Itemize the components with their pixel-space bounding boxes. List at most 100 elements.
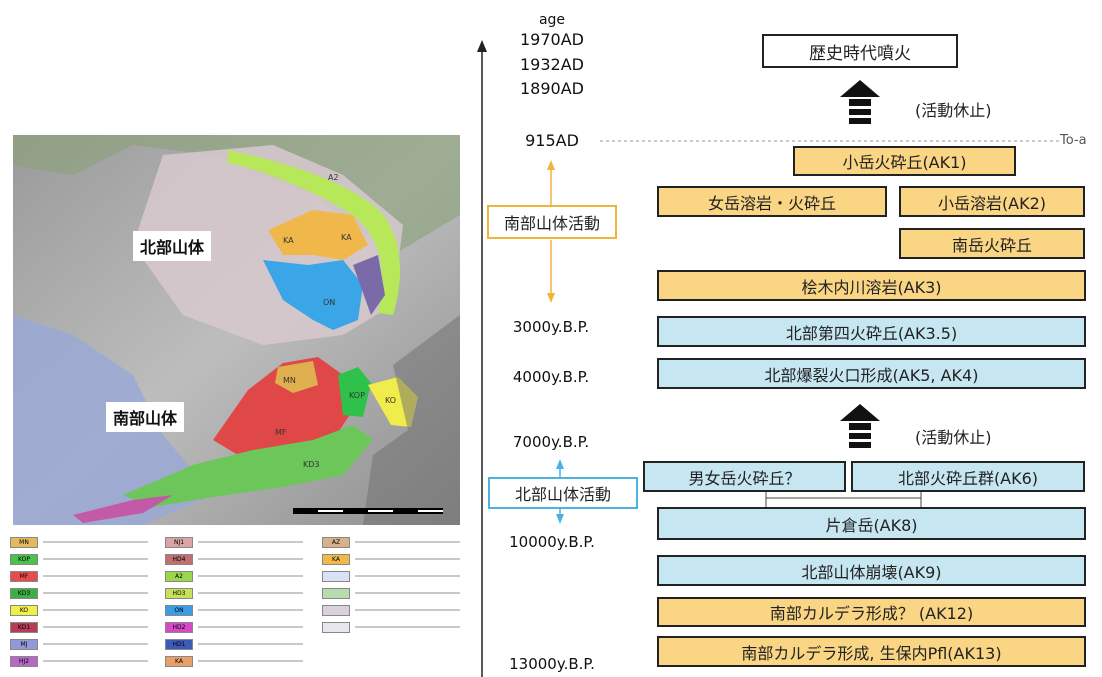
legend-swatch: KD1	[10, 621, 38, 633]
legend-item: MJ	[10, 638, 148, 650]
legend-item: HD4	[165, 553, 303, 565]
legend-swatch: NJ1	[165, 536, 193, 548]
legend-text-placeholder	[198, 558, 303, 560]
legend-text-placeholder	[43, 541, 148, 543]
to-a-label: To-a	[1060, 133, 1087, 148]
legend-swatch: A2	[165, 570, 193, 582]
legend-swatch: ON	[165, 604, 193, 616]
event-ak1: 小岳火砕丘(AK1)	[793, 146, 1016, 176]
legend-swatch	[322, 604, 350, 616]
unit-label-ka2: KA	[341, 233, 352, 242]
legend-item	[322, 604, 460, 616]
legend-text-placeholder	[43, 643, 148, 645]
legend-item: HD1	[165, 638, 303, 650]
unit-ka	[268, 210, 368, 260]
historic-eruption-box: 歴史時代噴火	[762, 34, 958, 68]
legend-swatch: KO	[10, 604, 38, 616]
legend-item: KA	[322, 553, 460, 565]
pause-label-middle: (活動休止)	[915, 428, 992, 447]
unit-kop	[338, 367, 371, 417]
unit-mn	[275, 361, 318, 393]
legend-text-placeholder	[355, 609, 460, 611]
legend-swatch: KD3	[10, 587, 38, 599]
age-1932ad: 1932AD	[520, 55, 584, 74]
unit-mf	[213, 357, 353, 455]
legend-swatch: KA	[165, 655, 193, 667]
scale-bar	[293, 508, 443, 514]
legend-item	[322, 587, 460, 599]
unit-hd2	[73, 495, 173, 523]
south-activity-arrow-down	[547, 293, 555, 303]
unit-label-ka1: KA	[283, 236, 294, 245]
legend-swatch: MF	[10, 570, 38, 582]
legend-swatch: KA	[322, 553, 350, 565]
legend-swatch: MJ	[10, 638, 38, 650]
event-medake: 女岳溶岩・火砕丘	[657, 186, 887, 217]
unit-a2-band	[228, 150, 401, 315]
legend-swatch: HJ2	[10, 655, 38, 667]
legend-text-placeholder	[43, 592, 148, 594]
event-ak5-ak4: 北部爆裂火口形成(AK5, AK4)	[657, 358, 1086, 389]
north-edifice-label: 北部山体	[133, 231, 212, 261]
unit-label-on: ON	[323, 298, 335, 307]
legend-item: KOP	[10, 553, 148, 565]
event-ak2: 小岳溶岩(AK2)	[899, 186, 1085, 217]
legend-item: NJ1	[165, 536, 303, 548]
legend-item: ON	[165, 604, 303, 616]
legend-text-placeholder	[198, 592, 303, 594]
legend-swatch: HD3	[165, 587, 193, 599]
geologic-map: A2 KA KA ON MN MF KD3 KOP KO 北部山体 南部山体	[13, 135, 460, 525]
event-ak13: 南部カルデラ形成, 生保内Pfl(AK13)	[657, 636, 1086, 667]
legend-swatch: MN	[10, 536, 38, 548]
event-ak9: 北部山体崩壊(AK9)	[657, 555, 1086, 586]
event-ak35: 北部第四火砕丘(AK3.5)	[657, 316, 1086, 347]
north-activity-arrow-down	[556, 514, 564, 524]
age-1970ad: 1970AD	[520, 30, 584, 49]
south-activity-arrow-up	[547, 160, 555, 170]
time-axis-arrowhead	[477, 40, 487, 52]
unit-on	[263, 260, 363, 330]
age-7000bp: 7000y.B.P.	[512, 433, 590, 451]
pause-arrow-top	[840, 80, 880, 124]
legend-item: KO	[10, 604, 148, 616]
unit-label-kop: KOP	[349, 391, 365, 400]
pause-label-top: (活動休止)	[915, 101, 992, 120]
map-svg: A2 KA KA ON MN MF KD3 KOP KO	[13, 135, 460, 525]
legend-text-placeholder	[355, 558, 460, 560]
pause-arrow-middle	[840, 404, 880, 448]
legend-item	[322, 621, 460, 633]
legend-swatch: HD1	[165, 638, 193, 650]
unit-kd3	[123, 425, 373, 507]
north-activity-arrow-up	[556, 459, 564, 469]
event-ak6: 北部火砕丘群(AK6)	[851, 461, 1085, 492]
legend-text-placeholder	[198, 660, 303, 662]
age-4000bp: 4000y.B.P.	[512, 368, 590, 386]
legend-text-placeholder	[355, 626, 460, 628]
legend-text-placeholder	[355, 575, 460, 577]
event-oondake: 男女岳火砕丘？	[643, 461, 846, 492]
legend-text-placeholder	[43, 558, 148, 560]
legend-swatch	[322, 570, 350, 582]
unit-label-mf: MF	[275, 428, 287, 437]
age-3000bp: 3000y.B.P.	[512, 318, 590, 336]
south-activity-box: 南部山体活動	[487, 205, 617, 239]
age-10000bp: 10000y.B.P.	[509, 533, 595, 551]
legend-item: MN	[10, 536, 148, 548]
unit-hd1	[353, 255, 385, 315]
legend-item: MF	[10, 570, 148, 582]
age-13000bp: 13000y.B.P.	[509, 655, 595, 673]
legend-text-placeholder	[355, 592, 460, 594]
axis-label-age: age	[538, 12, 566, 28]
legend-text-placeholder	[198, 609, 303, 611]
legend-swatch: HD2	[165, 621, 193, 633]
event-ak8: 片倉岳(AK8)	[657, 507, 1086, 540]
legend-item: HD3	[165, 587, 303, 599]
legend-swatch	[322, 621, 350, 633]
legend-item: KD1	[10, 621, 148, 633]
legend-text-placeholder	[43, 660, 148, 662]
event-minamidake: 南岳火砕丘	[899, 228, 1085, 259]
legend-item: KA	[165, 655, 303, 667]
legend-item: HD2	[165, 621, 303, 633]
